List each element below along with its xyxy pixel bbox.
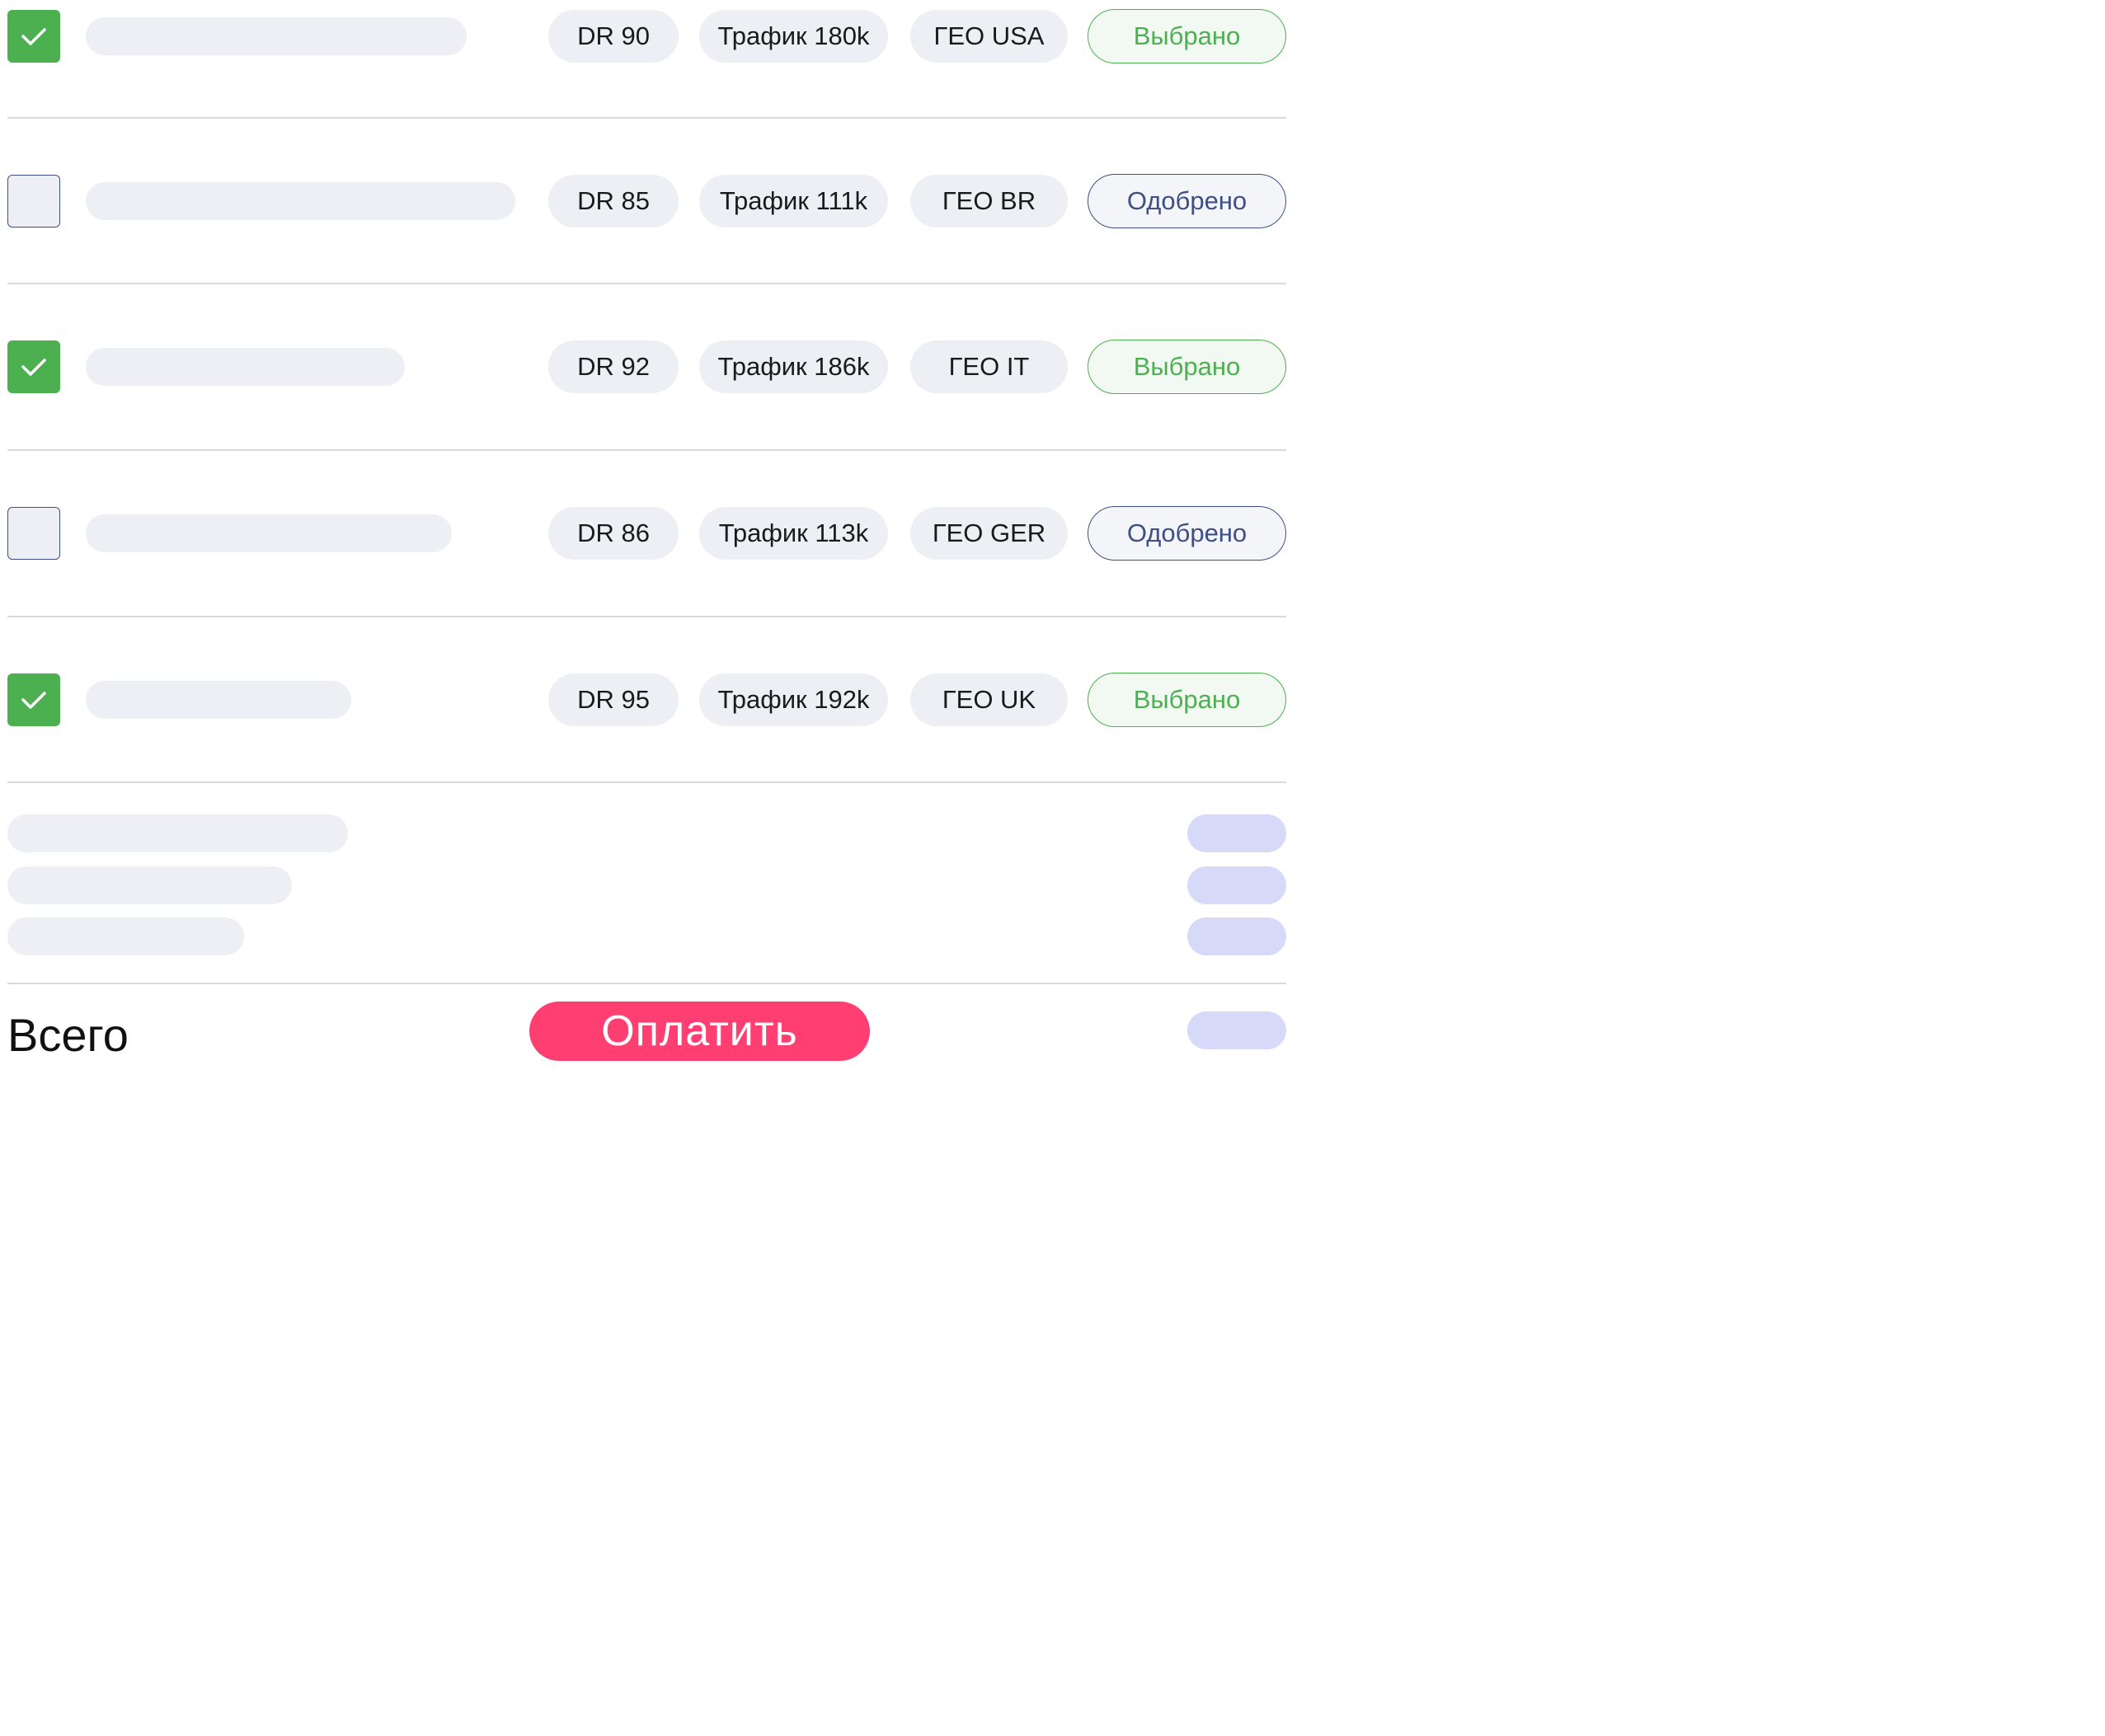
row-divider [7, 781, 1286, 783]
dr-badge: DR 92 [548, 340, 679, 393]
traffic-badge: Трафик 192k [699, 673, 888, 726]
row-checkbox[interactable] [7, 507, 60, 560]
pay-button[interactable]: Оплатить [529, 1002, 870, 1061]
site-name-placeholder [86, 514, 452, 552]
site-name-placeholder [86, 182, 515, 220]
row-checkbox[interactable] [7, 175, 60, 228]
check-icon [21, 359, 46, 376]
traffic-badge: Трафик 180k [699, 10, 888, 63]
status-button[interactable]: Одобрено [1088, 174, 1286, 228]
total-value-placeholder [1187, 1011, 1286, 1049]
traffic-badge: Трафик 113k [699, 507, 888, 560]
check-icon [21, 692, 46, 709]
status-button[interactable]: Одобрено [1088, 506, 1286, 561]
site-name-placeholder [86, 17, 467, 55]
geo-badge: ГЕО UK [910, 673, 1068, 726]
geo-badge: ГЕО IT [910, 340, 1068, 393]
summary-value-placeholder [1187, 917, 1286, 955]
traffic-badge: Трафик 111k [699, 175, 888, 228]
row-divider [7, 283, 1286, 284]
summary-value-placeholder [1187, 814, 1286, 852]
summary-label-placeholder [7, 814, 348, 852]
summary-value-placeholder [1187, 866, 1286, 904]
check-icon [21, 28, 46, 45]
row-divider [7, 117, 1286, 119]
status-button[interactable]: Выбрано [1088, 9, 1286, 63]
total-label: Всего [7, 1009, 129, 1061]
row-divider [7, 616, 1286, 617]
dr-badge: DR 86 [548, 507, 679, 560]
list-item: DR 85 Трафик 111k ГЕО BR Одобрено [0, 174, 1293, 228]
summary-label-placeholder [7, 917, 244, 955]
row-checkbox[interactable] [7, 340, 60, 393]
status-button[interactable]: Выбрано [1088, 673, 1286, 727]
list-item: DR 95 Трафик 192k ГЕО UK Выбрано [0, 673, 1293, 727]
summary-divider [7, 983, 1286, 984]
list-item: DR 92 Трафик 186k ГЕО IT Выбрано [0, 340, 1293, 394]
summary-label-placeholder [7, 866, 292, 904]
status-button[interactable]: Выбрано [1088, 340, 1286, 394]
geo-badge: ГЕО BR [910, 175, 1068, 228]
dr-badge: DR 85 [548, 175, 679, 228]
traffic-badge: Трафик 186k [699, 340, 888, 393]
row-checkbox[interactable] [7, 673, 60, 726]
geo-badge: ГЕО USA [910, 10, 1068, 63]
row-divider [7, 449, 1286, 451]
dr-badge: DR 95 [548, 673, 679, 726]
site-name-placeholder [86, 681, 351, 719]
row-checkbox[interactable] [7, 10, 60, 63]
list-item: DR 90 Трафик 180k ГЕО USA Выбрано [0, 9, 1293, 63]
dr-badge: DR 90 [548, 10, 679, 63]
list-item: DR 86 Трафик 113k ГЕО GER Одобрено [0, 506, 1293, 561]
site-name-placeholder [86, 348, 405, 386]
geo-badge: ГЕО GER [910, 507, 1068, 560]
